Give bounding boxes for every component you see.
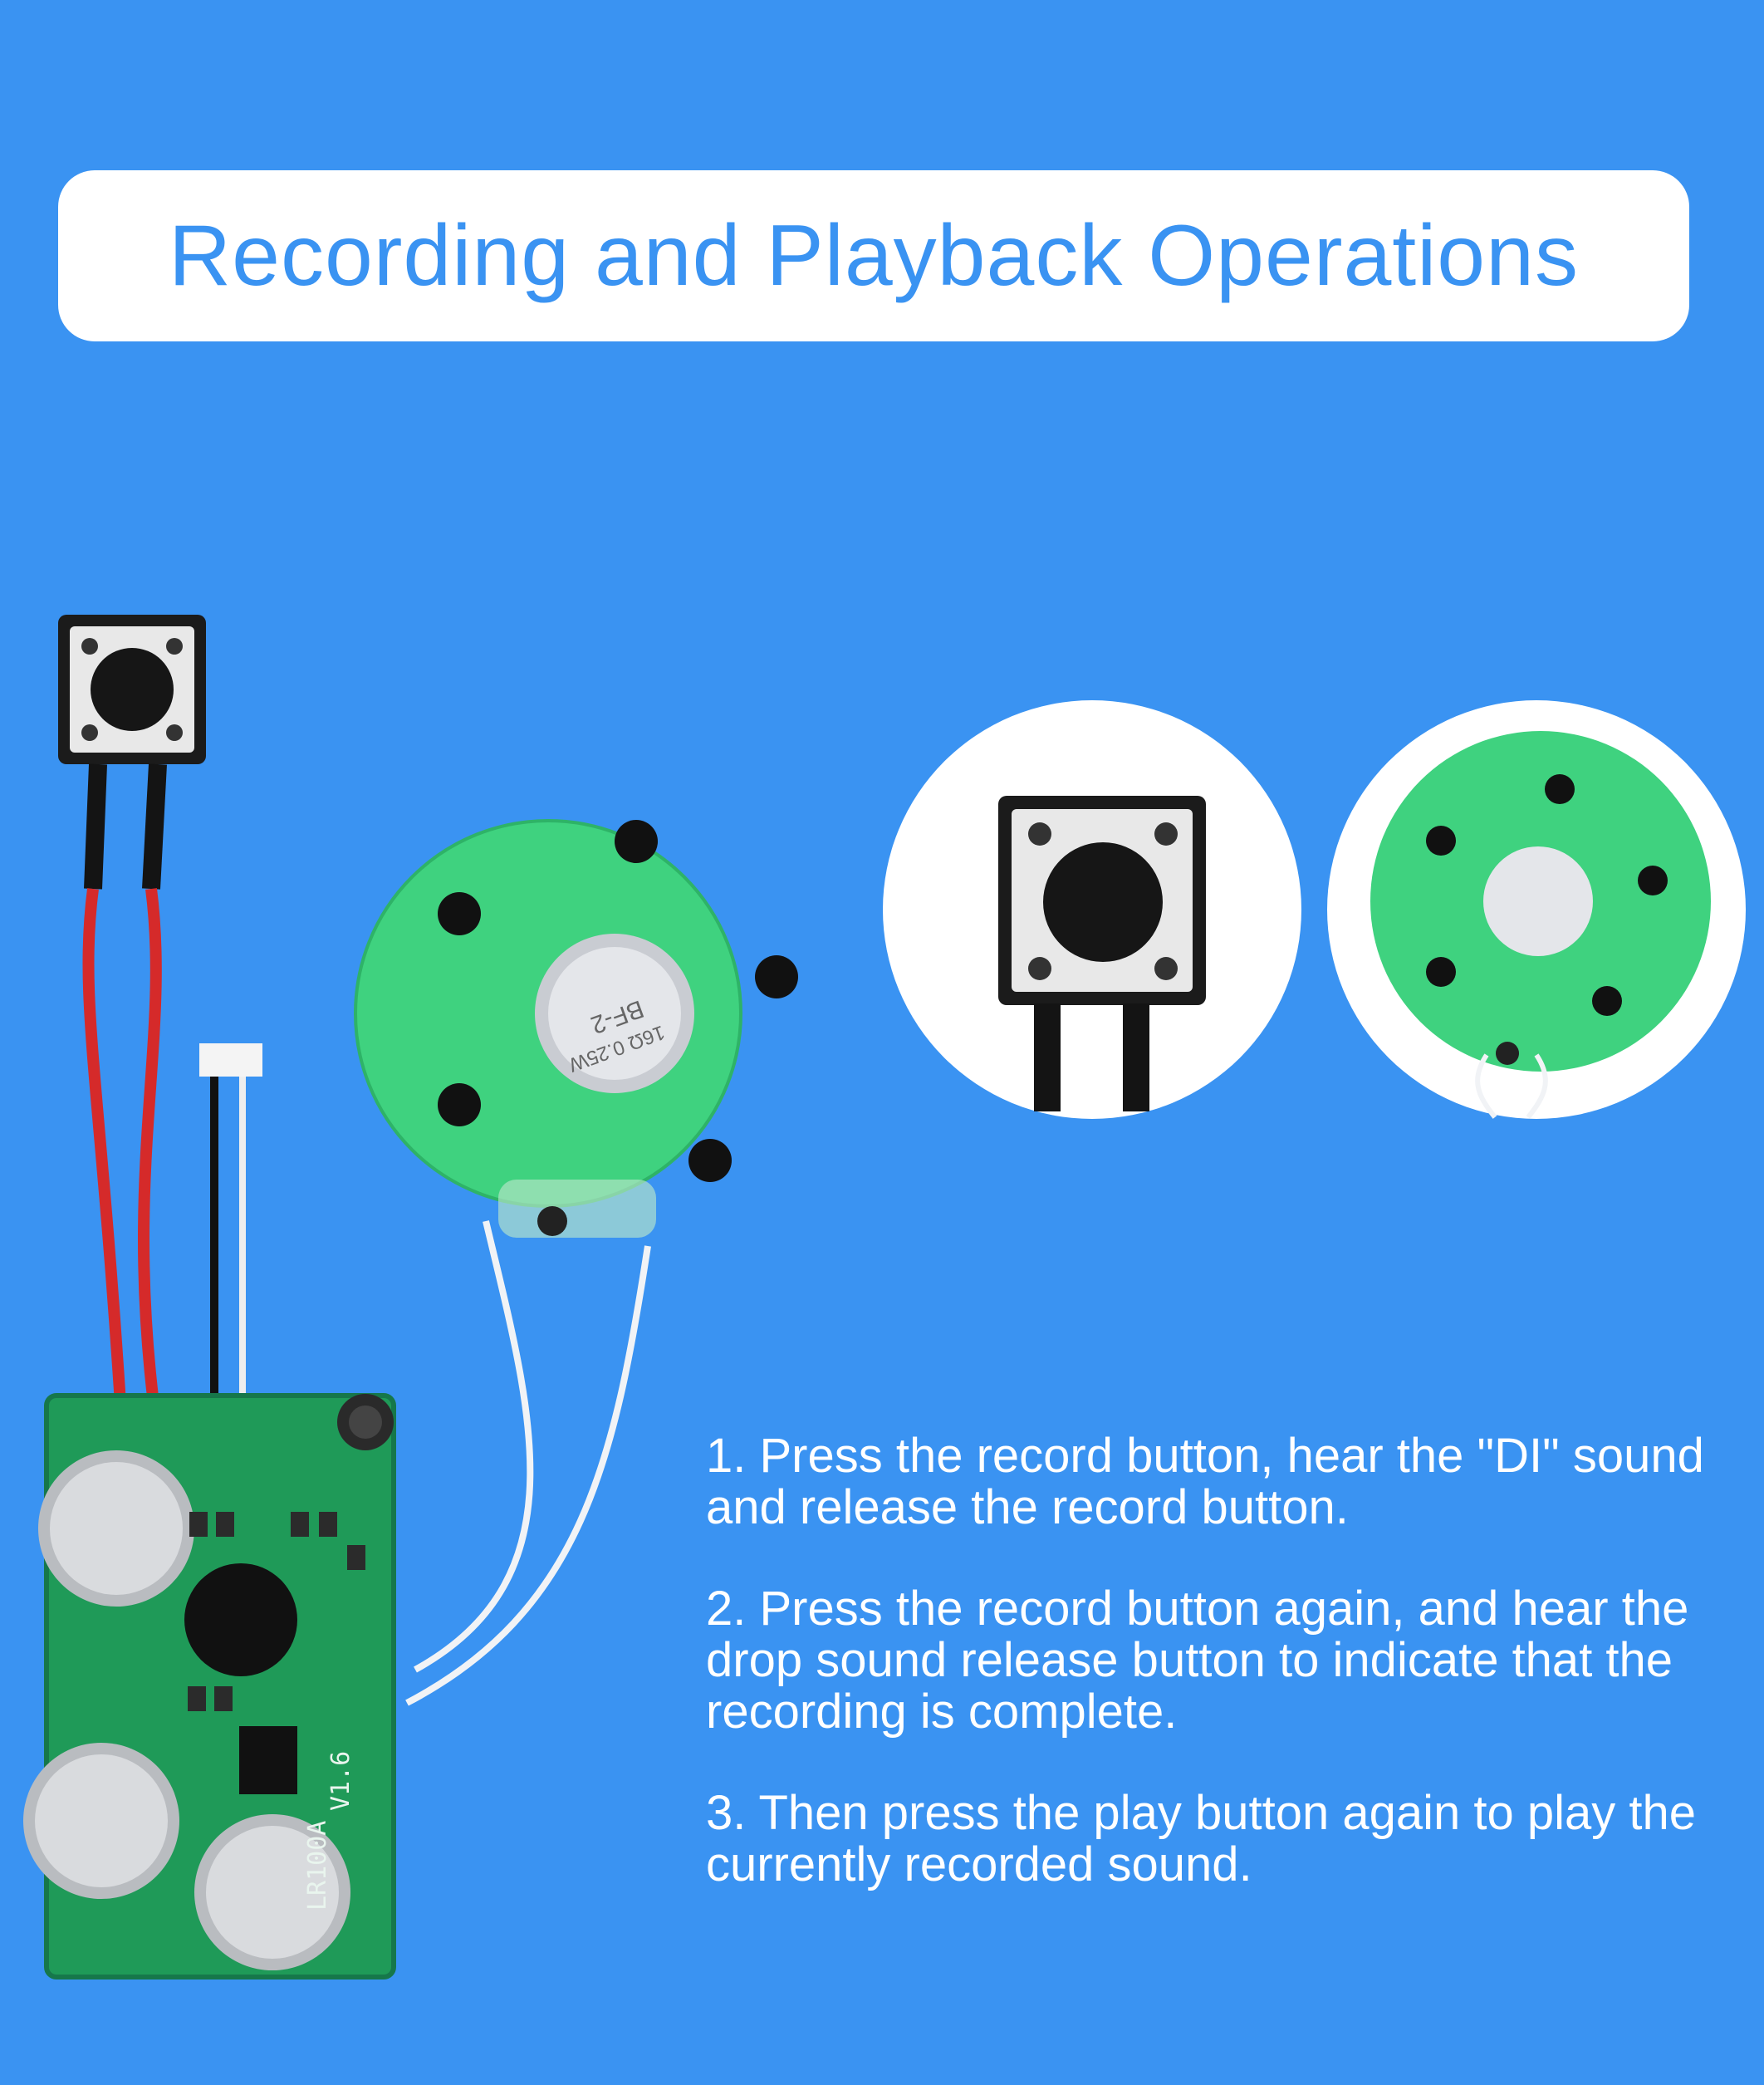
switch-wires bbox=[82, 763, 167, 1405]
tact-switch bbox=[58, 615, 206, 764]
pcb-board: LR100A V1.6 bbox=[23, 1393, 396, 1980]
instruction-step-2: 2. Press the record button again, and he… bbox=[706, 1582, 1689, 1739]
speaker-wires bbox=[405, 1220, 651, 1706]
mic-lead bbox=[199, 1043, 262, 1404]
detail-switch-closeup bbox=[883, 700, 1301, 1119]
instruction-step-1: 1. Press the record button, hear the "DI… bbox=[706, 1429, 1704, 1534]
speaker-large: BF-2 16Ω 0.25W bbox=[354, 819, 798, 1238]
detail-speaker-closeup bbox=[1327, 700, 1746, 1119]
page-title: Recording and Playback Operations bbox=[169, 207, 1579, 304]
pcb-label-model: LR100A bbox=[303, 1821, 332, 1911]
title-banner: Recording and Playback Operations bbox=[58, 170, 1689, 341]
instruction-list: 1. Press the record button, hear the "DI… bbox=[706, 1430, 1744, 1940]
pcb-label-version: V1.6 bbox=[326, 1751, 355, 1811]
instruction-step-3: 3. Then press the play button again to p… bbox=[706, 1786, 1696, 1891]
